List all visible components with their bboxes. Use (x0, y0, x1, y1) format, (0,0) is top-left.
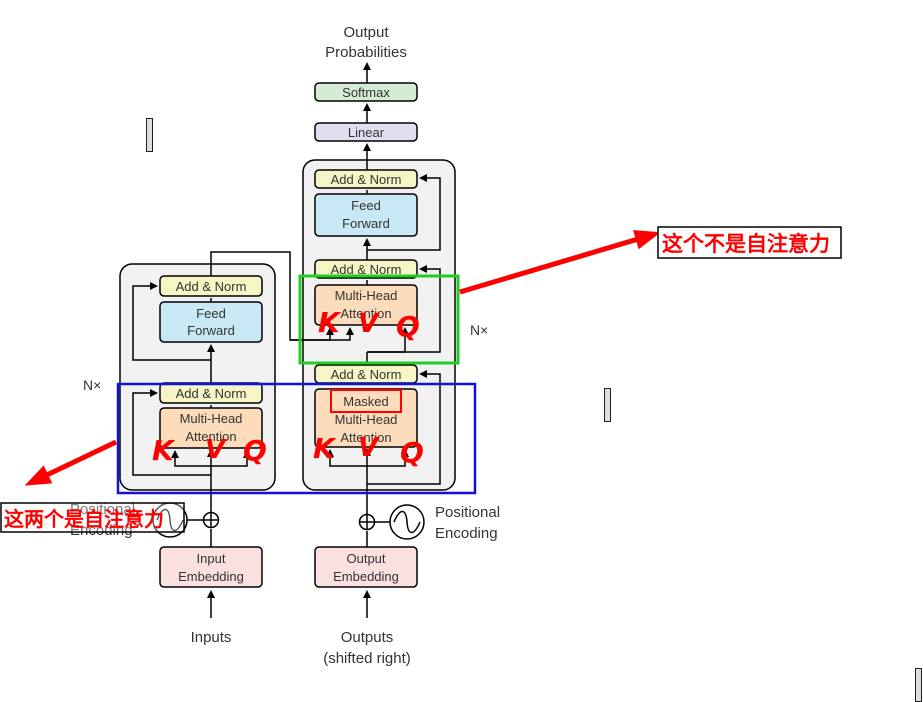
decoder-add-circle-icon (358, 513, 376, 531)
encoder-add-norm-bottom: Add & Norm (159, 382, 263, 404)
outputs-label-line2: (shifted right) (323, 650, 411, 667)
decoder-cross-mha-line1: Multi-Head (335, 288, 398, 303)
input-embedding-line1: Input (197, 551, 226, 566)
decoder-cross-mha-line2: Attention (340, 306, 391, 321)
output-probabilities-line2: Probabilities (325, 44, 407, 61)
masked-highlight-box (330, 389, 402, 413)
decoder-masked-attention: Masked Multi-Head Attention (314, 388, 418, 448)
encoder-add-circle-icon (202, 511, 220, 529)
handwritten-kvq-decoder-cross: K V Q (318, 306, 420, 343)
encoder-add-norm-top: Add & Norm (159, 275, 263, 297)
encoder-nx-label: N× (83, 377, 101, 393)
cross-attention-highlight-box (298, 274, 460, 365)
decoder-add-norm-top-label: Add & Norm (331, 172, 402, 187)
encoder-mha-line2: Attention (185, 429, 236, 444)
decoder-cross-attention: Multi-Head Attention (314, 284, 418, 326)
decoder-positional-encoding-icon (389, 504, 425, 540)
decoder-masked-mha-line1: Multi-Head (335, 412, 398, 427)
decoder-cross-q-letter: Q (396, 310, 420, 343)
decoder-positional-label-line1: Positional (435, 504, 500, 521)
text-cursor-marker (915, 668, 922, 702)
red-arrow-right (459, 230, 661, 295)
decoder-positional-label-line2: Encoding (435, 525, 498, 542)
decoder-masked-k-letter: K (313, 432, 337, 465)
encoder-add-norm-top-label: Add & Norm (176, 279, 247, 294)
softmax-label: Softmax (342, 85, 390, 100)
decoder-feed-forward: Feed Forward (314, 193, 418, 237)
decoder-feed-forward-line1: Feed (351, 198, 381, 213)
text-cursor-marker (604, 388, 611, 422)
encoder-positional-label-line2: Encoding (70, 522, 133, 539)
outputs-label-line1: Outputs (341, 629, 394, 646)
self-attention-highlight-box (116, 382, 477, 495)
encoder-mha-line1: Multi-Head (180, 411, 243, 426)
decoder-masked-label: Masked (343, 394, 389, 409)
encoder-q-letter: Q (243, 434, 267, 467)
inputs-label: Inputs (191, 629, 232, 646)
encoder-feed-forward-line1: Feed (196, 306, 226, 321)
encoder-k-letter: K (152, 434, 176, 467)
linear-label: Linear (348, 125, 385, 140)
annotation-not-self-attention-text: 这个不是自注意力 (662, 232, 830, 256)
output-embedding-box: Output Embedding (314, 546, 418, 588)
input-embedding-line2: Embedding (178, 569, 244, 584)
annotation-not-self-attention: 这个不是自注意力 (657, 226, 842, 259)
output-probabilities-line1: Output (343, 24, 389, 41)
output-embedding-line2: Embedding (333, 569, 399, 584)
encoder-feed-forward-line2: Forward (187, 323, 235, 338)
decoder-nx-label: N× (470, 322, 488, 338)
decoder-add-norm-bottom-label: Add & Norm (331, 367, 402, 382)
red-arrow-left (24, 439, 118, 486)
decoder-add-norm-middle: Add & Norm (314, 259, 418, 279)
linear-box: Linear (314, 122, 418, 142)
softmax-box: Softmax (314, 82, 418, 102)
decoder-masked-q-letter: Q (400, 436, 424, 469)
decoder-masked-mha-line2: Attention (340, 430, 391, 445)
handwritten-kvq-decoder-masked: K V Q (313, 432, 424, 469)
encoder-v-letter: V (205, 435, 227, 465)
decoder-cross-k-letter: K (318, 306, 342, 339)
decoder-add-norm-top: Add & Norm (314, 169, 418, 189)
encoder-add-norm-bottom-label: Add & Norm (176, 386, 247, 401)
encoder-positional-label-line1: Positional (70, 501, 135, 518)
decoder-add-norm-bottom: Add & Norm (314, 364, 418, 384)
annotation-these-two-text: 这两个是自注意力 (4, 507, 164, 531)
diagram-connectors (132, 62, 441, 618)
decoder-masked-v-letter: V (358, 433, 380, 463)
output-embedding-line1: Output (346, 551, 385, 566)
decoder-add-norm-middle-label: Add & Norm (331, 262, 402, 277)
annotation-these-two-self-attention: 这两个是自注意力 (0, 502, 185, 533)
decoder-feed-forward-line2: Forward (342, 216, 390, 231)
text-cursor-marker (146, 118, 153, 152)
handwritten-kvq-encoder: K V Q (152, 434, 267, 467)
encoder-feed-forward: Feed Forward (159, 301, 263, 343)
input-embedding-box: Input Embedding (159, 546, 263, 588)
decoder-cross-v-letter: V (358, 309, 380, 339)
